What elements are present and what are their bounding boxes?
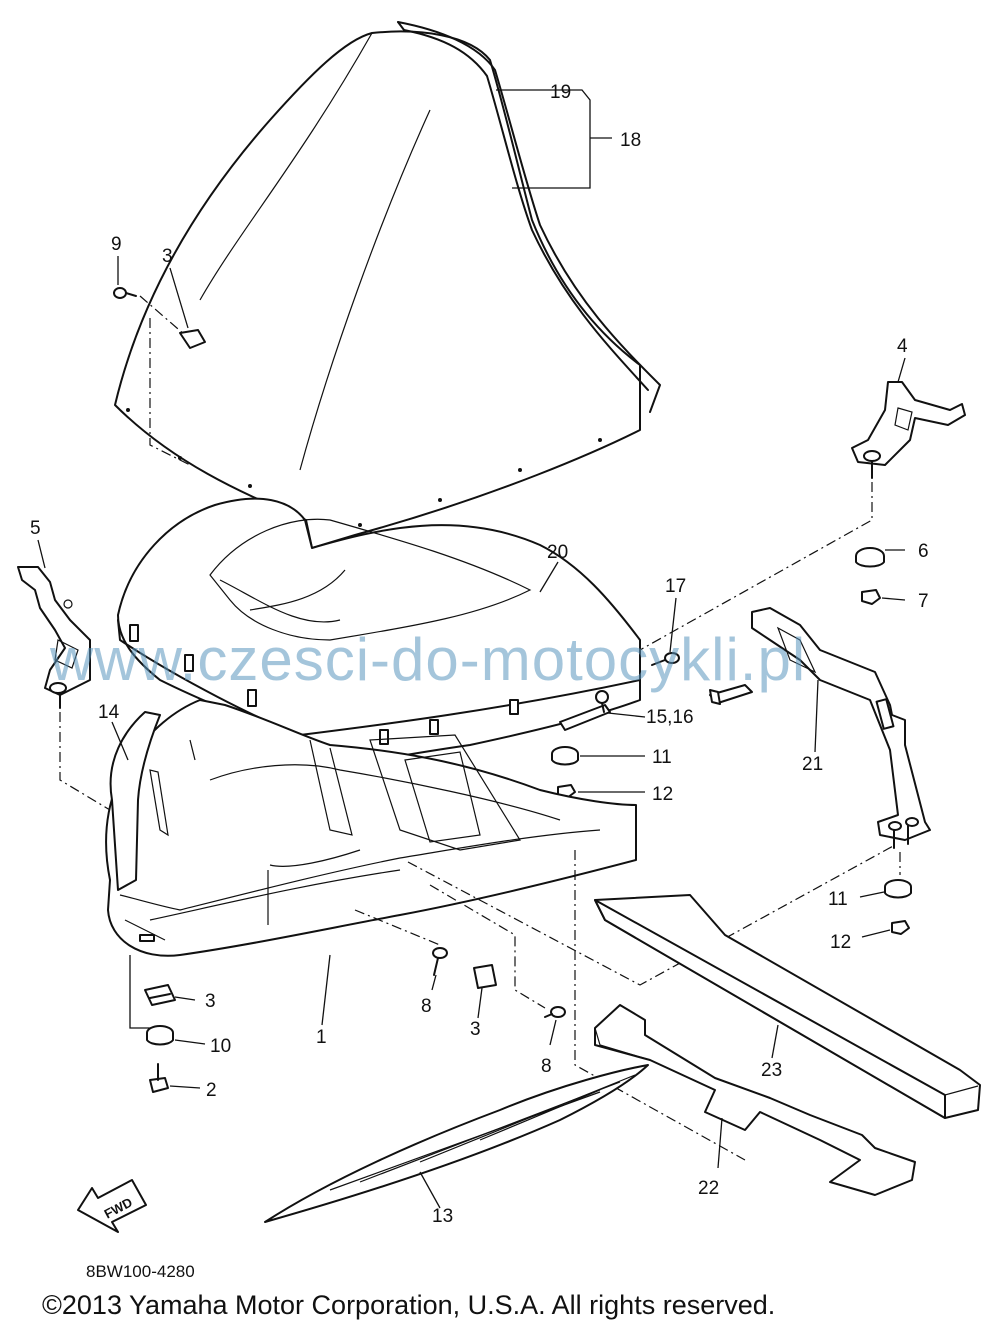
rubber-11-mid bbox=[551, 746, 579, 766]
bolt-17 bbox=[651, 652, 680, 666]
callout-4: 4 bbox=[897, 336, 908, 357]
leader-11-right bbox=[859, 891, 885, 898]
strip-13 bbox=[264, 1064, 649, 1223]
callout-22: 22 bbox=[698, 1178, 719, 1199]
leader-15-16 bbox=[607, 712, 646, 718]
rubber-10 bbox=[146, 1025, 174, 1046]
watermark-text: www.czesci-do-motocykli.pl bbox=[50, 626, 807, 693]
leader-7 bbox=[881, 597, 906, 601]
callout-10: 10 bbox=[210, 1036, 231, 1057]
clip-3-left bbox=[144, 984, 176, 1006]
screw-8-center bbox=[432, 947, 448, 976]
callout-14: 14 bbox=[98, 702, 120, 723]
leader-3-left bbox=[174, 996, 196, 1001]
nut-12-right bbox=[891, 920, 910, 935]
pad-23 bbox=[594, 894, 981, 1119]
callout-1: 1 bbox=[316, 1027, 327, 1048]
leader-17 bbox=[669, 597, 677, 653]
callout-3-left: 3 bbox=[205, 991, 216, 1012]
diagram-reference-code: 8BW100-4280 bbox=[86, 1262, 195, 1281]
leader-10 bbox=[174, 1039, 206, 1045]
windshield-part bbox=[114, 30, 641, 549]
callout-9: 9 bbox=[111, 234, 122, 255]
clip-nut-3-top bbox=[179, 329, 206, 349]
leader-1 bbox=[321, 954, 331, 1026]
leader-3-center bbox=[477, 987, 483, 1019]
pad-22 bbox=[594, 1004, 916, 1196]
leader-8-right bbox=[549, 1019, 557, 1046]
leader-23 bbox=[771, 1024, 779, 1059]
callout-2: 2 bbox=[206, 1080, 217, 1101]
leader-8-center bbox=[431, 974, 437, 991]
callout-11-right: 11 bbox=[828, 889, 848, 910]
shroud-body-1 bbox=[105, 699, 637, 957]
windshield-trim bbox=[397, 21, 661, 413]
dashed-leader-8b bbox=[429, 884, 546, 1009]
leader-22 bbox=[717, 1117, 723, 1169]
callout-5: 5 bbox=[30, 518, 41, 539]
dashed-leader-9 bbox=[139, 295, 191, 466]
dashed-leader-4 bbox=[639, 482, 873, 651]
stay-15-16 bbox=[559, 690, 611, 731]
callout-12-right: 12 bbox=[830, 932, 851, 953]
leader-3-top bbox=[169, 267, 189, 329]
dashed-leader-8a bbox=[354, 909, 441, 946]
dashed-leader-center bbox=[407, 844, 896, 986]
leader-19-18 bbox=[496, 89, 591, 189]
screw-9 bbox=[113, 287, 137, 299]
callout-6: 6 bbox=[918, 541, 929, 562]
callout-12: 12 bbox=[652, 784, 673, 805]
bolt-2 bbox=[149, 1063, 169, 1093]
callout-8-center: 8 bbox=[421, 996, 432, 1017]
nut-7 bbox=[861, 589, 881, 605]
rubber-damper-6 bbox=[855, 547, 885, 568]
callout-3: 3 bbox=[162, 246, 173, 267]
screw-8-right bbox=[544, 1006, 566, 1018]
callout-15-16: 15,16 bbox=[646, 707, 694, 728]
leader-5 bbox=[37, 539, 46, 569]
leader-13 bbox=[419, 1171, 441, 1209]
leader-14 bbox=[111, 721, 129, 761]
leader-20 bbox=[539, 561, 559, 593]
leader-2 bbox=[169, 1085, 201, 1089]
callout-17: 17 bbox=[665, 576, 686, 597]
callout-11: 11 bbox=[652, 747, 672, 768]
bracket-21 bbox=[709, 607, 931, 849]
rubber-11-right bbox=[884, 879, 912, 899]
callout-19: 19 bbox=[550, 82, 571, 103]
callout-18: 18 bbox=[620, 130, 641, 151]
copyright-notice: ©2013 Yamaha Motor Corporation, U.S.A. A… bbox=[42, 1290, 776, 1320]
dashed-leader-22 bbox=[574, 850, 746, 1161]
clip-3-center bbox=[473, 964, 497, 989]
bracket-4 bbox=[851, 381, 966, 479]
callout-13: 13 bbox=[432, 1206, 453, 1227]
callout-7: 7 bbox=[918, 591, 929, 612]
callout-8-right: 8 bbox=[541, 1056, 552, 1077]
callout-3-center: 3 bbox=[470, 1019, 481, 1040]
leader-4 bbox=[897, 357, 906, 383]
leader-21 bbox=[814, 679, 819, 753]
callout-21: 21 bbox=[802, 754, 823, 775]
fwd-arrow-icon: FWD bbox=[77, 1179, 147, 1233]
callout-20: 20 bbox=[547, 542, 568, 563]
callout-23: 23 bbox=[761, 1060, 782, 1081]
side-panel-14 bbox=[109, 711, 196, 891]
leader-12-right bbox=[861, 929, 891, 938]
bracket-5 bbox=[17, 566, 91, 709]
